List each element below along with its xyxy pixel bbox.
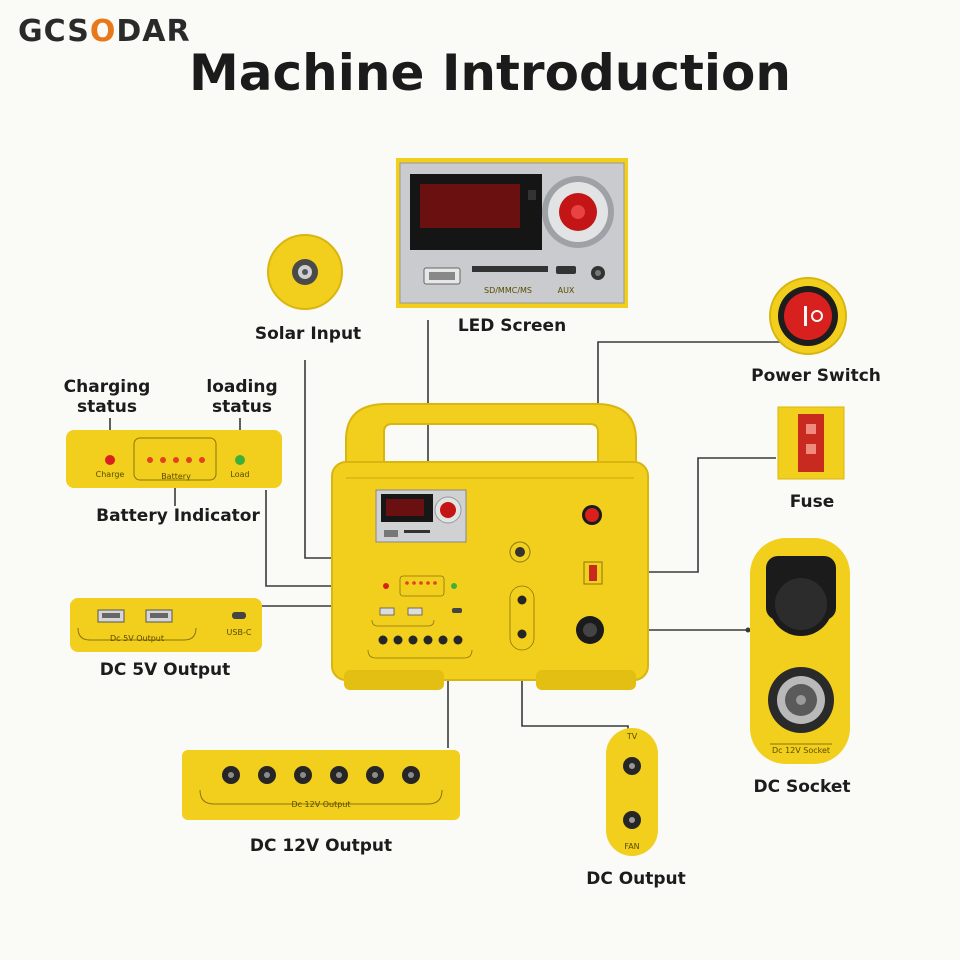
panel-text-fan: FAN	[624, 842, 640, 851]
dc-output-panel	[606, 728, 658, 856]
label-fuse: Fuse	[789, 492, 835, 512]
label-battery-indicator: Battery Indicator	[96, 506, 260, 526]
loading-status-line2: status	[211, 397, 273, 417]
label-solar-input: Solar Input	[254, 324, 362, 344]
charging-status-line2: status	[76, 397, 138, 417]
dc-socket-panel	[750, 538, 850, 764]
label-dc12v-output: DC 12V Output	[249, 836, 393, 856]
panel-text-tv: TV	[626, 732, 638, 741]
panel-text-battery: Battery	[161, 472, 191, 481]
panel-text-load: Load	[230, 470, 250, 479]
brand-logo: GCSODAR	[18, 14, 191, 49]
panel-text-usbc: USB-C	[226, 628, 252, 637]
panel-text-sd-card: SD/MMC/MS	[484, 286, 532, 295]
solar-input-jack	[267, 234, 343, 310]
dot-socket-end	[745, 627, 751, 633]
panel-text-aux: AUX	[557, 286, 575, 295]
panel-text-dc5v: Dc 5V Output	[110, 634, 164, 643]
panel-text-charge: Charge	[95, 470, 125, 479]
label-dc5v-output: DC 5V Output	[99, 660, 231, 680]
page-title: Machine Introduction	[189, 44, 791, 102]
battery-indicator-panel	[66, 430, 282, 488]
loading-status-line1: loading	[206, 377, 278, 397]
panel-text-dc12v: Dc 12V Output	[291, 800, 351, 809]
dc5v-output-panel	[70, 598, 262, 652]
label-charging-status: Charging status	[64, 377, 151, 417]
panel-text-dc12v-socket: Dc 12V Socket	[771, 746, 831, 755]
label-power-switch: Power Switch	[751, 366, 881, 386]
generator-body	[331, 403, 649, 690]
power-switch-image	[769, 277, 847, 355]
label-dc-socket: DC Socket	[753, 777, 851, 797]
label-dc-output: DC Output	[586, 869, 686, 889]
fuse-image	[777, 406, 845, 480]
dc12v-output-panel	[182, 750, 460, 820]
charging-status-line1: Charging	[63, 377, 151, 397]
label-loading-status: loading status	[206, 377, 277, 417]
led-screen-module	[396, 158, 628, 308]
label-led-screen: LED Screen	[457, 316, 567, 336]
